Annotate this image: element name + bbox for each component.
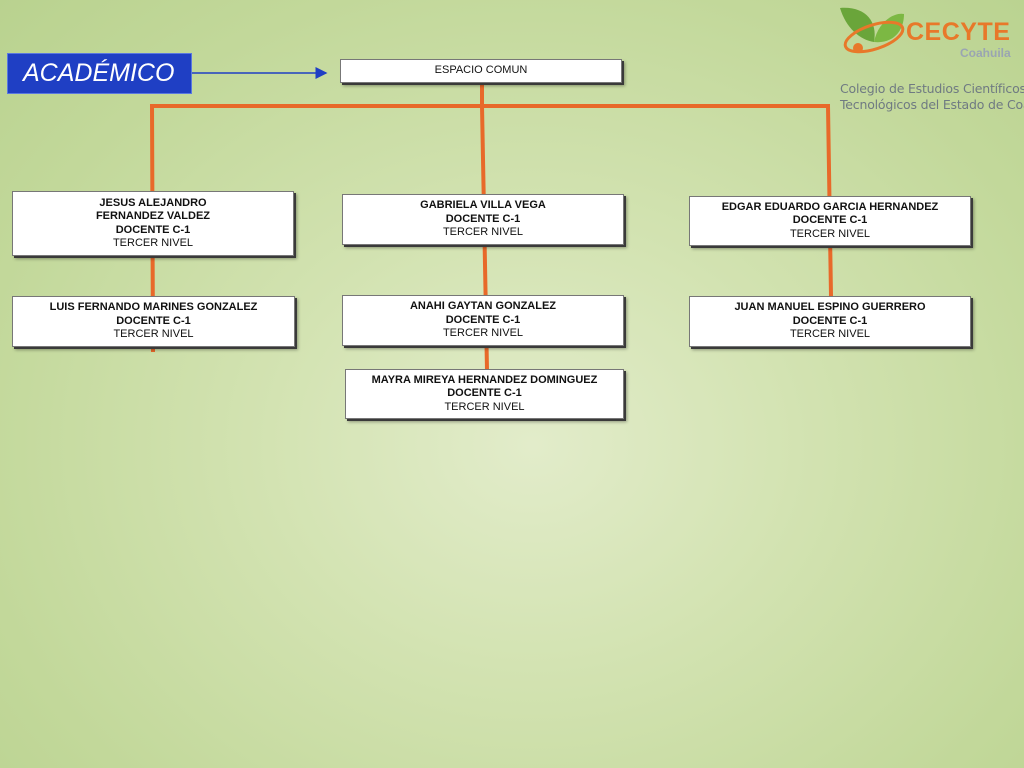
staff-role: DOCENTE C-1 [792,214,868,227]
staff-level: TERCER NIVEL [113,328,194,341]
cecyte-logo: CECYTE Coahuila Colegio de Estudios Cien… [834,4,1024,114]
staff-name: GABRIELA VILLA VEGA [420,199,546,212]
staff-node: JESUS ALEJANDRO FERNANDEZ VALDEZ DOCENTE… [12,191,294,256]
staff-name: EDGAR EDUARDO GARCIA HERNANDEZ [721,200,939,213]
staff-role: DOCENTE C-1 [445,313,521,326]
staff-role: DOCENTE C-1 [116,314,191,327]
section-title: ACADÉMICO [7,53,192,94]
staff-name: LUIS FERNANDO MARINES GONZALEZ [49,301,258,314]
root-label: ESPACIO COMUN [434,64,528,76]
logo-tagline-1: Colegio de Estudios Científicos y [840,81,1024,96]
staff-role: DOCENTE C-1 [445,212,521,225]
logo-tagline-2: Tecnológicos del Estado de Coahuila [840,97,1024,112]
staff-level: TERCER NIVEL [444,400,525,413]
staff-level: TERCER NIVEL [442,327,524,340]
leaf-emblem-icon [840,7,905,54]
staff-level: TERCER NIVEL [442,226,524,239]
staff-level: TERCER NIVEL [112,237,194,249]
staff-level: TERCER NIVEL [789,227,871,240]
staff-node: MAYRA MIREYA HERNANDEZ DOMINGUEZ DOCENTE… [345,369,624,419]
logo-state: Coahuila [960,46,1011,60]
staff-level: TERCER NIVEL [789,328,871,341]
staff-role: DOCENTE C-1 [447,387,522,400]
staff-node: JUAN MANUEL ESPINO GUERRERO DOCENTE C-1 … [689,296,971,347]
staff-name: ANAHI GAYTAN GONZALEZ [409,300,557,313]
staff-role: DOCENTE C-1 [792,314,868,327]
staff-node: LUIS FERNANDO MARINES GONZALEZ DOCENTE C… [12,296,295,347]
logo-brand: CECYTE [906,18,1011,46]
staff-node: EDGAR EDUARDO GARCIA HERNANDEZ DOCENTE C… [689,196,971,246]
root-node: ESPACIO COMUN [340,59,622,83]
staff-role: DOCENTE C-1 [115,223,191,236]
staff-name: JUAN MANUEL ESPINO GUERRERO [734,301,926,314]
staff-name: MAYRA MIREYA HERNANDEZ DOMINGUEZ [371,373,598,386]
staff-node: ANAHI GAYTAN GONZALEZ DOCENTE C-1 TERCER… [342,295,624,346]
staff-node: GABRIELA VILLA VEGA DOCENTE C-1 TERCER N… [342,194,624,245]
staff-name: JESUS ALEJANDRO FERNANDEZ VALDEZ [95,196,211,223]
